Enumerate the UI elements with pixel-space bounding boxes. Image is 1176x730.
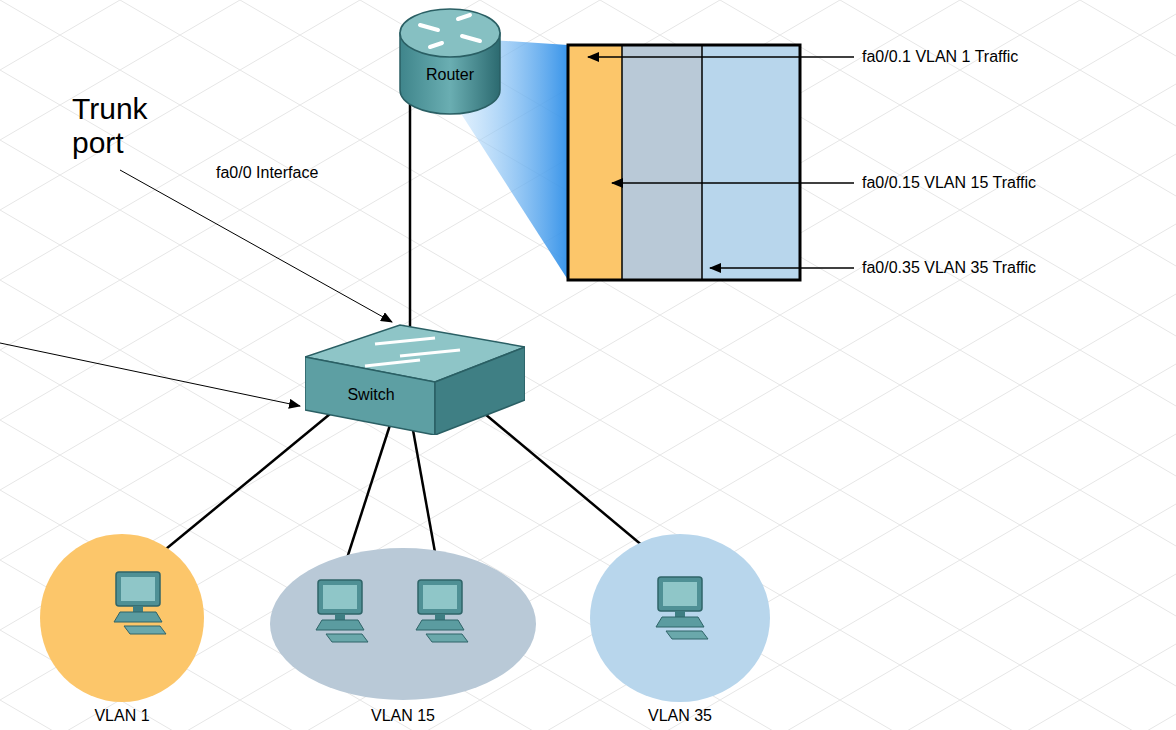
node-outline bbox=[305, 322, 525, 435]
node-outline bbox=[268, 548, 538, 728]
traffic-label: fa0/0.35 VLAN 35 Traffic bbox=[862, 258, 1036, 278]
link-line bbox=[409, 104, 412, 327]
node-label: VLAN 35 bbox=[588, 706, 772, 726]
callout-label: Trunk port bbox=[72, 92, 192, 160]
traffic-label: fa0/0.1 VLAN 1 Traffic bbox=[862, 47, 1018, 67]
traffic-arrows bbox=[588, 57, 854, 268]
node-label: VLAN 1 bbox=[38, 706, 206, 726]
node-outline bbox=[588, 532, 772, 728]
vlan-group: VLAN 35 bbox=[588, 532, 772, 728]
switch-box: Switch bbox=[305, 322, 525, 435]
interface-label: fa0/0 Interface bbox=[216, 163, 318, 183]
node-outline bbox=[38, 532, 206, 728]
node-label: VLAN 15 bbox=[268, 706, 538, 726]
node-label: Switch bbox=[335, 385, 407, 405]
vlan-group: VLAN 15 bbox=[268, 548, 538, 728]
node-label: Router bbox=[400, 65, 500, 85]
vlan-group: VLAN 1 bbox=[38, 532, 206, 728]
traffic-label: fa0/0.15 VLAN 15 Traffic bbox=[862, 173, 1036, 193]
router-cylinder: Router bbox=[398, 5, 502, 117]
subinterface-panel bbox=[568, 45, 800, 280]
node-outline bbox=[398, 5, 502, 117]
